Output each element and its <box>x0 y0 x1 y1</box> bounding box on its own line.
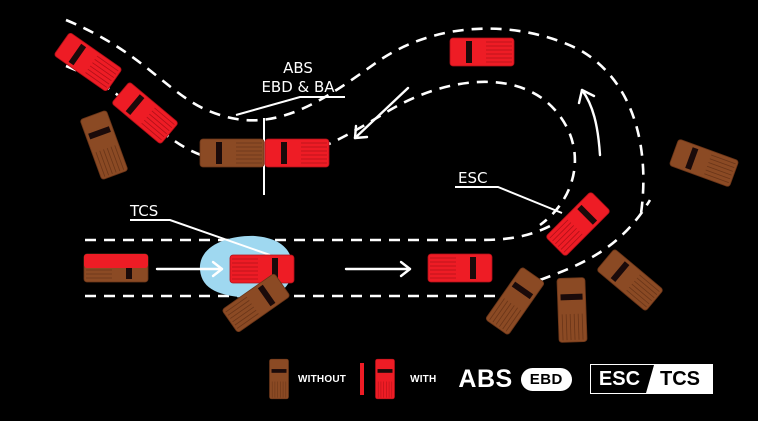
legend-without-label: WITHOUT <box>298 373 347 385</box>
tcs-leader-line <box>130 219 271 256</box>
abs-label-line1: ABS <box>283 59 313 77</box>
tcs-badge-text: TCS <box>646 365 713 393</box>
road-straight-top <box>85 224 551 242</box>
road-lines <box>65 18 652 298</box>
legend: WITHOUT WITH ABS EBD ESC TCS <box>268 355 714 403</box>
esc-label: ESC <box>458 169 487 187</box>
truck-with-tcs <box>229 254 295 284</box>
esc-leader-line <box>455 186 563 214</box>
truck-with-esc <box>545 191 611 257</box>
arrow-straight-tcs <box>155 260 224 278</box>
road-curve-outer <box>65 18 645 221</box>
legend-with-label: WITH <box>410 373 437 385</box>
truck-with-legend-icon <box>375 358 395 400</box>
abs-badge: ABS <box>458 364 513 393</box>
truck-without-esc-2 <box>556 277 588 343</box>
road-exit-lower <box>539 199 652 282</box>
truck-without-offroad <box>668 138 740 188</box>
truck-start-red-top <box>84 254 148 268</box>
truck-without-abs <box>199 138 265 168</box>
abs-leader-line <box>235 96 345 116</box>
ebd-badge: EBD <box>520 367 572 391</box>
truck-with-top-arc <box>449 37 515 67</box>
truck-with-curve-top-2 <box>111 81 179 145</box>
truck-without-curve <box>79 109 129 181</box>
arrow-curve-down-left <box>353 86 410 140</box>
arrow-straight-right <box>344 260 412 278</box>
esc-badge-text: ESC <box>590 365 653 393</box>
legend-separator <box>360 363 365 395</box>
tcs-label: TCS <box>129 202 158 220</box>
truck-without-esc-1 <box>484 266 546 336</box>
truck-with-curve-top-1 <box>53 31 123 93</box>
arrow-curve-up <box>577 88 602 157</box>
truck-with-straight <box>427 253 493 283</box>
truck-without-legend-icon <box>269 358 289 400</box>
abs-label-line2: EBD & BA <box>261 78 335 96</box>
esc-tcs-badge: ESC TCS <box>589 364 714 394</box>
truck-without-esc-3 <box>596 248 664 312</box>
truck-with-abs <box>264 138 330 168</box>
